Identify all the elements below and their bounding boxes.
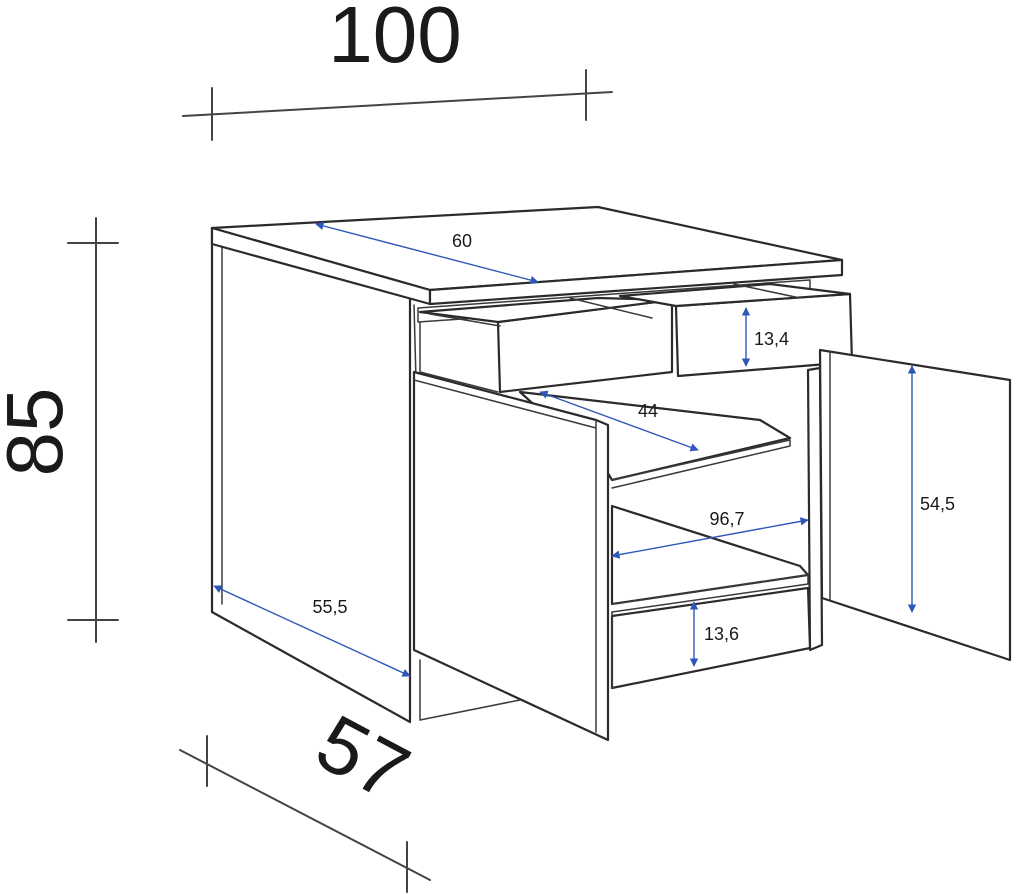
drawer-right-top [618, 282, 852, 308]
left-door [412, 370, 610, 742]
shelf-depth-dimension: 44 [539, 390, 699, 452]
door-height-dimension: 54,5 [907, 365, 955, 613]
cabinet-body [210, 205, 1012, 742]
door-height-label: 54,5 [920, 494, 955, 514]
right-side-panel [806, 366, 824, 652]
width-dimension: 100 [182, 0, 613, 141]
inner-width-label: 96,7 [709, 509, 744, 529]
bottom-drawer-height-dimension: 13,6 [689, 601, 739, 667]
side-depth-label: 55,5 [312, 597, 347, 617]
left-side-panel [210, 226, 412, 724]
right-door [818, 348, 1012, 662]
shelf-depth-label: 44 [638, 401, 658, 421]
height-dimension: 85 [0, 217, 119, 643]
drawer-height-label: 13,4 [754, 329, 789, 349]
top-depth-label: 60 [452, 231, 472, 251]
inner-width-dimension: 96,7 [611, 509, 809, 559]
depth-dimension: 57 [179, 698, 431, 893]
top-depth-dimension: 60 [315, 221, 539, 285]
width-label: 100 [328, 0, 461, 79]
inner-dimensions: 60 13,4 44 96,7 54,5 55,5 13,6 [213, 221, 955, 677]
height-label: 85 [0, 388, 79, 477]
drawer-height-dimension: 13,4 [741, 307, 789, 367]
worktop-front [428, 258, 844, 306]
side-depth-dimension: 55,5 [213, 585, 411, 677]
bottom-drawer-height-label: 13,6 [704, 624, 739, 644]
